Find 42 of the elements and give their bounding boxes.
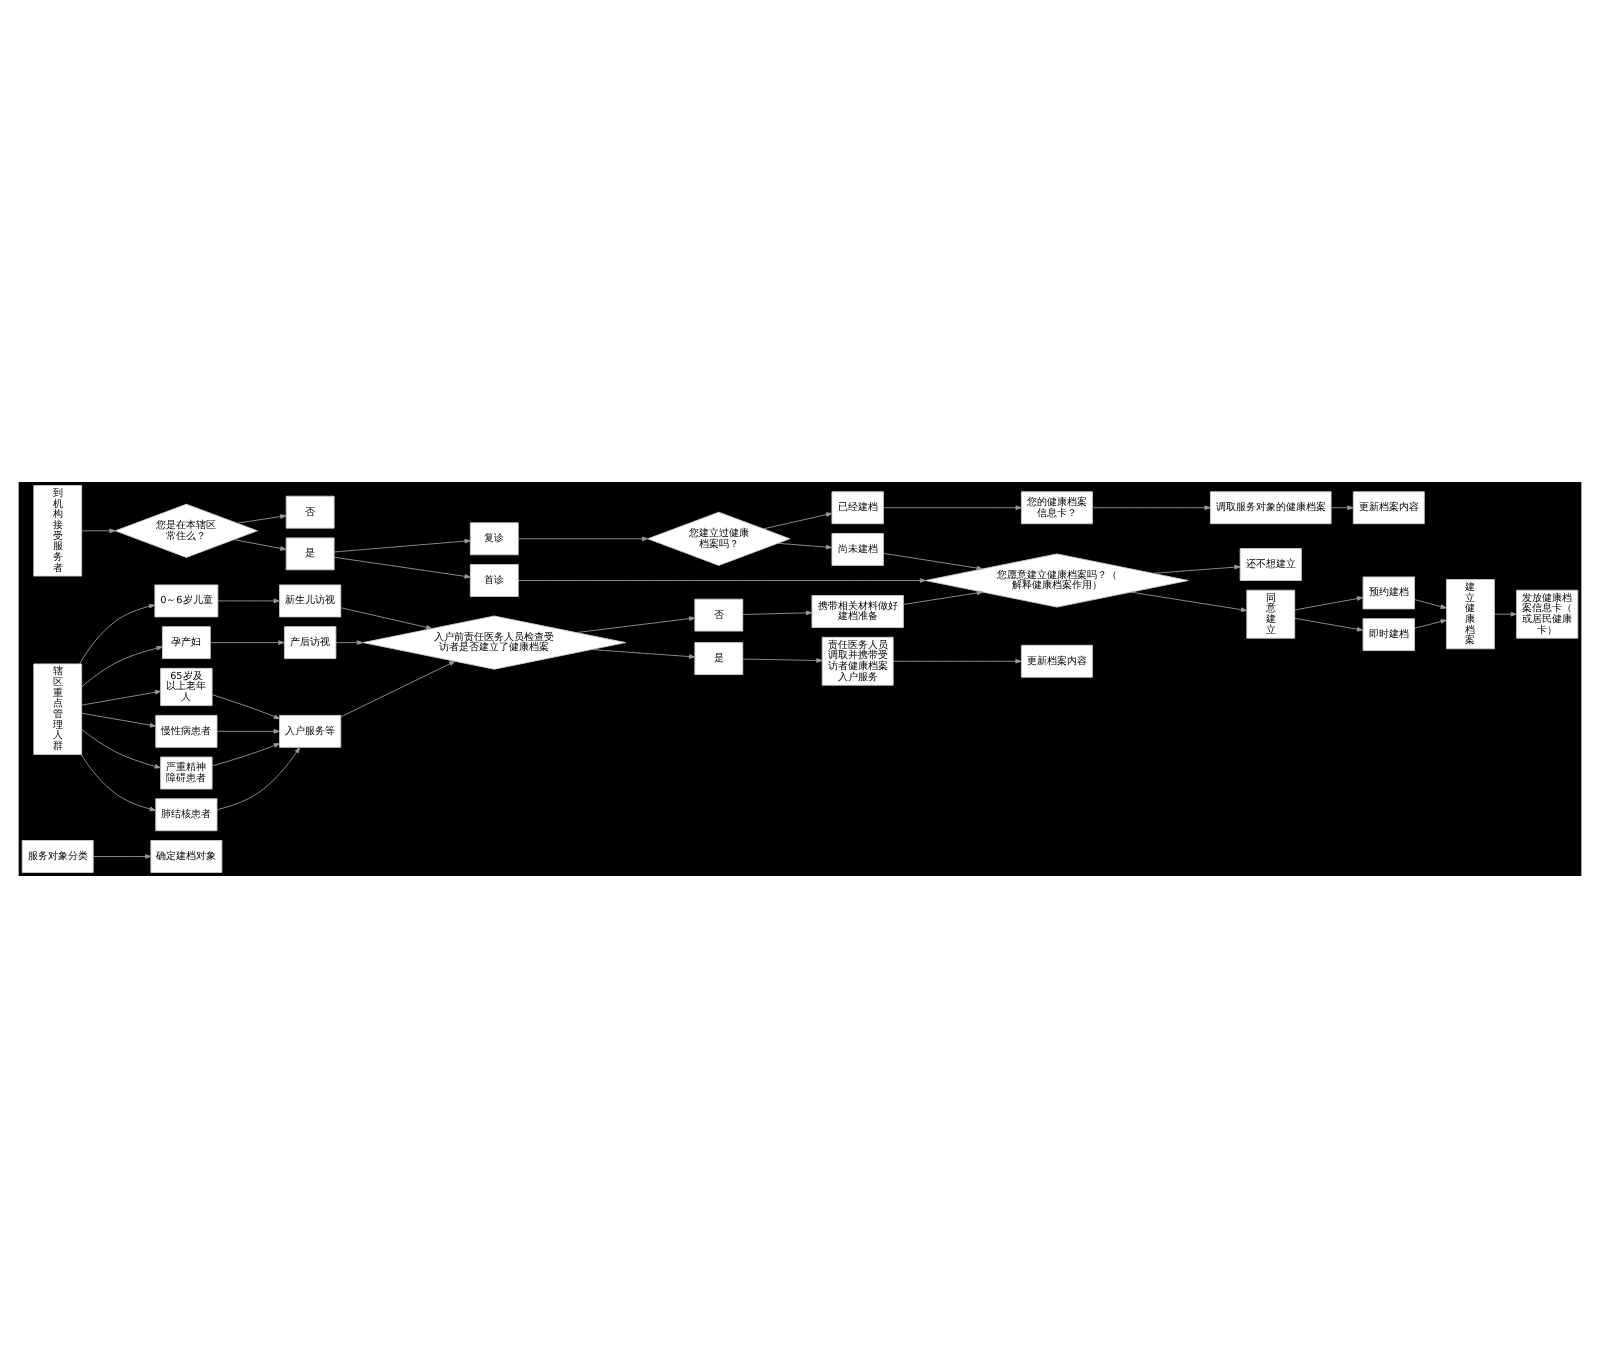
arrow xyxy=(81,644,163,687)
arrow xyxy=(80,753,156,811)
arrow xyxy=(233,538,287,550)
arrow xyxy=(217,597,280,603)
arrow xyxy=(1092,504,1211,510)
arrow xyxy=(591,648,696,658)
arrow xyxy=(763,511,833,529)
arrow xyxy=(340,659,456,717)
arrow xyxy=(742,657,823,662)
arrow xyxy=(236,513,287,523)
arrow xyxy=(1414,598,1447,608)
arrow xyxy=(1414,618,1447,628)
arrow xyxy=(1330,504,1354,510)
arrow xyxy=(576,615,696,632)
arrow xyxy=(81,727,161,768)
arrow xyxy=(1494,610,1517,616)
arrow xyxy=(216,745,301,810)
arrow xyxy=(892,657,1022,663)
arrow xyxy=(333,537,471,552)
arrow xyxy=(335,639,364,644)
arrow xyxy=(333,555,471,578)
arrow xyxy=(883,551,983,570)
arrow xyxy=(81,688,162,705)
arrow xyxy=(742,609,813,615)
arrow xyxy=(518,535,649,541)
arrow xyxy=(1294,595,1364,610)
arrow xyxy=(1294,616,1364,631)
arrow xyxy=(903,589,983,604)
arrow xyxy=(81,711,157,727)
arrow xyxy=(211,742,280,766)
arrow xyxy=(1152,563,1241,573)
arrow xyxy=(210,639,285,644)
arrow xyxy=(216,728,280,733)
arrow xyxy=(211,693,280,719)
arrow xyxy=(340,606,433,629)
arrow xyxy=(777,541,833,549)
arrow xyxy=(518,577,926,582)
arrow xyxy=(79,602,156,664)
arrow xyxy=(1130,590,1248,611)
arrow xyxy=(883,504,1022,510)
arrow xyxy=(92,853,152,858)
arrow xyxy=(81,527,116,533)
